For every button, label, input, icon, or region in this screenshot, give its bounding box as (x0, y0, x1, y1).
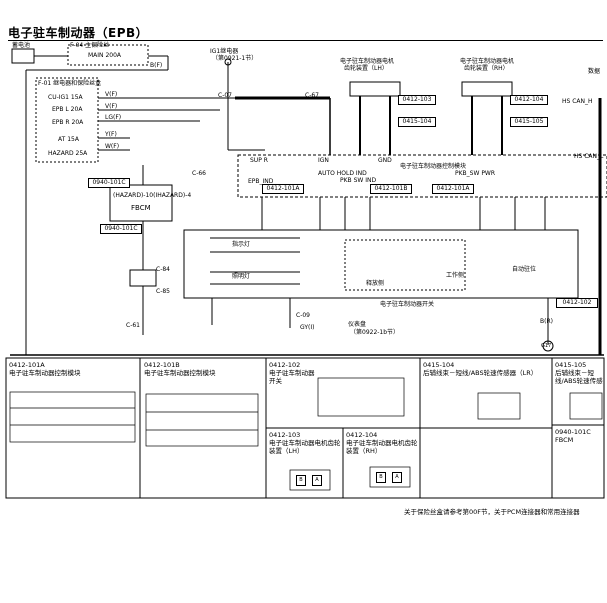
c09-label: C-09 (296, 312, 310, 319)
ig1-relay-ref: （第0921-1节） (212, 55, 258, 62)
auto-hold-ind: AUTO HOLD IND (318, 170, 367, 177)
conn-0412-102: 0412-102 (556, 298, 598, 308)
c105-desc: 后辅线束－短线/ABS轮速传感器（RR） (555, 369, 603, 385)
epb-module-label: 电子驻车制动器控制模块 (400, 163, 467, 170)
wire-wf: W(F) (105, 143, 120, 150)
pin-b-rh: B (376, 472, 386, 483)
cluster-ref: （第0922-1b节） (350, 329, 400, 336)
c101b-desc: 电子驻车制动器控制模块 (144, 369, 216, 377)
relay-box-label: F-01 继电器和保险丝盒 (38, 80, 102, 87)
switch-label: 电子驻车制动器开关 (380, 301, 435, 308)
release-label: 释放侧 (366, 280, 385, 287)
footer-note: 关于保险丝盒请参考第00F节，关于PCM连接器和常用连接器 (404, 508, 580, 516)
battery-label: 蓄电池 (12, 42, 31, 49)
fbcm-label: FBCM (131, 204, 151, 212)
indicator-label: 指示灯 (232, 241, 251, 248)
conn-0412-101b: 0412-101B (370, 184, 412, 194)
main-fuse-label: F-04 主保险丝 (70, 42, 110, 49)
c104b-title: 0412-104 (346, 431, 378, 439)
pin-b-lh: B (296, 475, 306, 486)
wire-vf2: V(F) (105, 103, 118, 110)
g17-ground: G17 (541, 343, 552, 349)
c61-label: C-61 (126, 322, 140, 329)
main-200a: MAIN 200A (88, 52, 122, 59)
c84-label: C-84 (156, 266, 170, 273)
operate-label: 工作侧 (446, 272, 465, 279)
c105-title: 0415-105 (555, 361, 587, 369)
hs-can-h: HS CAN_H (562, 98, 593, 105)
c101c-title: 0940-101C (555, 428, 591, 436)
hazard-switch: (HAZARD)-10(IHAZARD)-4 (113, 192, 192, 199)
pin-a-rh: A (392, 472, 402, 483)
c104-desc: 后辅线束－短线/ABS轮速传感器（LR） (423, 369, 538, 377)
c101a-title: 0412-101A (9, 361, 45, 369)
bf-top: B(F) (150, 62, 163, 69)
conn-0412-101a-top: 0412-101A (262, 184, 304, 194)
rh-motor-label-2: 齿轮装置（RH） (464, 65, 509, 72)
ign-label: IGN (318, 157, 329, 164)
fuse-at: AT 15A (58, 136, 79, 143)
fuse-epb-r: EPB R 20A (52, 119, 84, 126)
c07-label: C-07 (218, 92, 232, 99)
conn-0412-104: 0412-104 (510, 95, 548, 105)
illum-label: 照明灯 (232, 273, 251, 280)
c101c-desc: FBCM (555, 436, 574, 444)
rh-motor-label-1: 电子驻车制动器电机 (460, 58, 515, 65)
c104b-desc: 电子驻车制动器电机齿轮装置（RH） (346, 439, 418, 455)
c102-desc: 电子驻车制动器开关 (269, 369, 315, 385)
page-title: 电子驻车制动器（EPB） (8, 26, 149, 40)
c85-label: C-85 (156, 288, 170, 295)
conn-0415-104: 0415-104 (398, 117, 436, 127)
epb-ind: EPB_IND (248, 178, 274, 185)
conn-0940-101c-top: 0940-101C (88, 178, 130, 188)
conn-0415-105: 0415-105 (510, 117, 548, 127)
ig1-relay-label: IG1继电器 (210, 48, 239, 55)
c101a-desc: 电子驻车制动器控制模块 (9, 369, 81, 377)
br-wire: B(R) (540, 318, 553, 325)
c103-desc: 电子驻车制动器电机齿轮装置（LH） (269, 439, 341, 455)
c102-title: 0412-102 (269, 361, 301, 369)
wire-yf: Y(F) (105, 131, 117, 138)
fuse-epb-l: EPB L 20A (52, 106, 83, 113)
conn-0940-101c-bottom: 0940-101C (100, 224, 142, 234)
pin-a-lh: A (312, 475, 322, 486)
sup-r: SUP R (250, 157, 268, 164)
gy-dash-wire: GY(I) (300, 324, 315, 331)
conn-0412-103: 0412-103 (398, 95, 436, 105)
conn-0412-101a-right: 0412-101A (432, 184, 474, 194)
auto-hold-label: 自动驻位 (512, 266, 537, 273)
c66-label: C-66 (192, 170, 206, 177)
lh-motor-label-2: 齿轮装置（LH） (344, 65, 388, 72)
fuse-hazard: HAZARD 25A (48, 150, 88, 157)
lh-motor-label-1: 电子驻车制动器电机 (340, 58, 395, 65)
c101b-title: 0412-101B (144, 361, 180, 369)
pkb-sw-ind: PKB SW IND (340, 177, 377, 184)
c67-label: C-67 (305, 92, 319, 99)
wire-lgf: LG(F) (105, 114, 122, 121)
data-label: 数据 (588, 68, 601, 75)
gnd-label: GND (378, 157, 392, 164)
c104-title: 0415-104 (423, 361, 455, 369)
c103-title: 0412-103 (269, 431, 301, 439)
fuse-cu-ig1: CU-IG1 15A (48, 94, 83, 101)
pkb-sw-pwr: PKB_SW PWR (455, 170, 496, 177)
title-rule (8, 40, 603, 41)
cluster-label: 仪表盘 (348, 321, 367, 328)
wire-vf1: V(F) (105, 91, 118, 98)
hs-can-l: HS CAN_L (574, 153, 604, 160)
